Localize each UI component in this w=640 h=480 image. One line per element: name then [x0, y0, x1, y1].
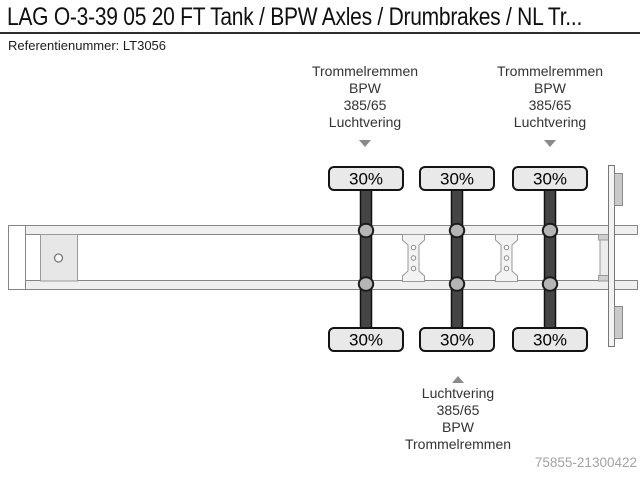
rear-bracket: [598, 234, 610, 241]
annotation-axle-top-right: Trommelremmen BPW 385/65 Luchtvering: [475, 63, 625, 131]
bolt-hole: [410, 255, 417, 261]
trailer-frame: [8, 225, 638, 290]
annotation-axle-top-left: Trommelremmen BPW 385/65 Luchtvering: [290, 63, 440, 131]
air-suspension-bag: [357, 276, 375, 292]
air-suspension-bag: [448, 276, 466, 292]
page-title-text: LAG O-3-39 05 20 FT Tank / BPW Axles / D…: [7, 3, 583, 31]
air-suspension-bag: [448, 222, 466, 239]
load-badge: [328, 166, 404, 191]
annotation-line-tyresize: 385/65: [436, 402, 480, 418]
load-badge-value: 30%: [349, 170, 383, 189]
axle-bar: [543, 188, 557, 331]
cross-member: [402, 234, 425, 282]
rear-bumper-plate: [608, 165, 615, 347]
bolt-hole: [410, 244, 417, 251]
air-suspension-bag: [541, 276, 559, 292]
air-suspension-bag: [357, 222, 375, 239]
load-badge: [328, 327, 404, 352]
annotation-axle-bottom: Luchtvering 385/65 BPW Trommelremmen: [383, 385, 533, 453]
load-badge: [419, 327, 495, 352]
rear-end-assembly: [598, 165, 623, 347]
load-badge-value: 30%: [440, 331, 474, 350]
bolt-hole: [503, 265, 510, 272]
load-badge: [512, 327, 588, 352]
annotation-line-brakes: Trommelremmen: [496, 63, 604, 79]
reference-number: Referentienummer: LT3056: [8, 38, 167, 53]
annotation-line-brakes: Trommelremmen: [311, 63, 419, 79]
load-badge: [419, 166, 495, 191]
listing-id-watermark: 75855-21300422: [534, 455, 637, 470]
annotation-line-brakes: Trommelremmen: [404, 436, 512, 452]
bolt-hole: [503, 244, 510, 251]
arrow-down-icon: [358, 140, 371, 147]
annotation-line-brand: BPW: [349, 80, 381, 96]
axle-bar: [450, 188, 464, 331]
rear-bracket: [598, 275, 610, 282]
annotation-line-suspension: Luchtvering: [513, 114, 587, 130]
kingpin-plate: [40, 234, 78, 282]
load-badge-value: 30%: [440, 170, 474, 189]
arrow-up-icon: [451, 376, 464, 383]
bolt-hole: [410, 265, 417, 272]
annotation-line-suspension: Luchtvering: [328, 114, 402, 130]
load-badge-value: 30%: [533, 331, 567, 350]
arrow-down-icon: [543, 140, 556, 147]
bolt-hole: [503, 255, 510, 261]
axle-bar: [359, 188, 373, 331]
rear-lamp-block: [614, 306, 623, 339]
frame-front-cap: [8, 225, 26, 290]
annotation-line-tyresize: 385/65: [528, 97, 572, 113]
annotation-line-suspension: Luchtvering: [421, 385, 495, 401]
axle-3: 30% 30%: [512, 166, 588, 352]
kingpin: [53, 253, 64, 263]
page-title: LAG O-3-39 05 20 FT Tank / BPW Axles / D…: [7, 3, 640, 32]
annotation-line-tyresize: 385/65: [343, 97, 387, 113]
annotation-line-brand: BPW: [534, 80, 566, 96]
load-badge-value: 30%: [349, 331, 383, 350]
axle-1: 30% 30%: [328, 166, 404, 352]
load-badge: [512, 166, 588, 191]
cross-member: [495, 234, 518, 282]
load-badge-value: 30%: [533, 170, 567, 189]
air-suspension-bag: [541, 222, 559, 239]
title-divider: [0, 32, 640, 34]
annotation-line-brand: BPW: [442, 419, 474, 435]
rear-lamp-block: [614, 173, 623, 206]
axle-2: 30% 30%: [419, 166, 495, 352]
